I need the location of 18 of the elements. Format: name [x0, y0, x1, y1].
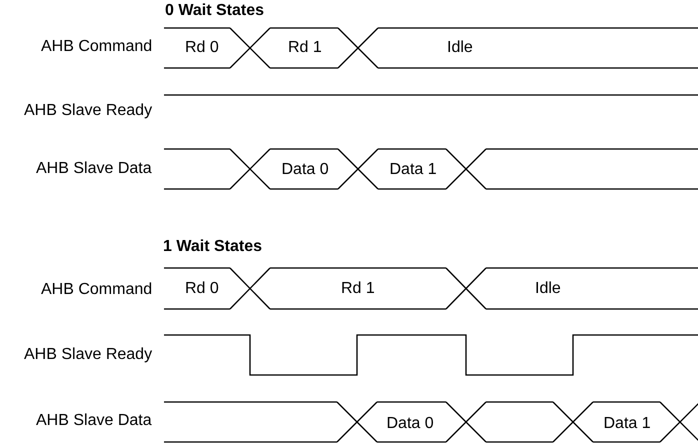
- bus-value: Idle: [447, 39, 473, 57]
- bus-value: Rd 0: [185, 39, 219, 57]
- bus-value: Rd 1: [288, 39, 322, 57]
- heading: 0 Wait States: [165, 2, 264, 20]
- heading: 1 Wait States: [163, 238, 262, 256]
- bus-value: Rd 1: [341, 280, 375, 298]
- signal-name: AHB Slave Ready: [24, 346, 152, 364]
- signal-name: AHB Slave Ready: [24, 102, 152, 120]
- signal-name: AHB Slave Data: [36, 412, 152, 430]
- bus-value: Rd 0: [185, 280, 219, 298]
- bus-value: Idle: [535, 280, 561, 298]
- signal-name: AHB Command: [41, 38, 152, 56]
- bus-value: Data 0: [386, 415, 434, 433]
- signal-name: AHB Command: [41, 281, 152, 299]
- bus-value: Data 0: [282, 161, 329, 179]
- bus-value: Data 1: [604, 415, 651, 433]
- signal-name: AHB Slave Data: [36, 160, 152, 178]
- bus-value: Data 1: [390, 161, 437, 179]
